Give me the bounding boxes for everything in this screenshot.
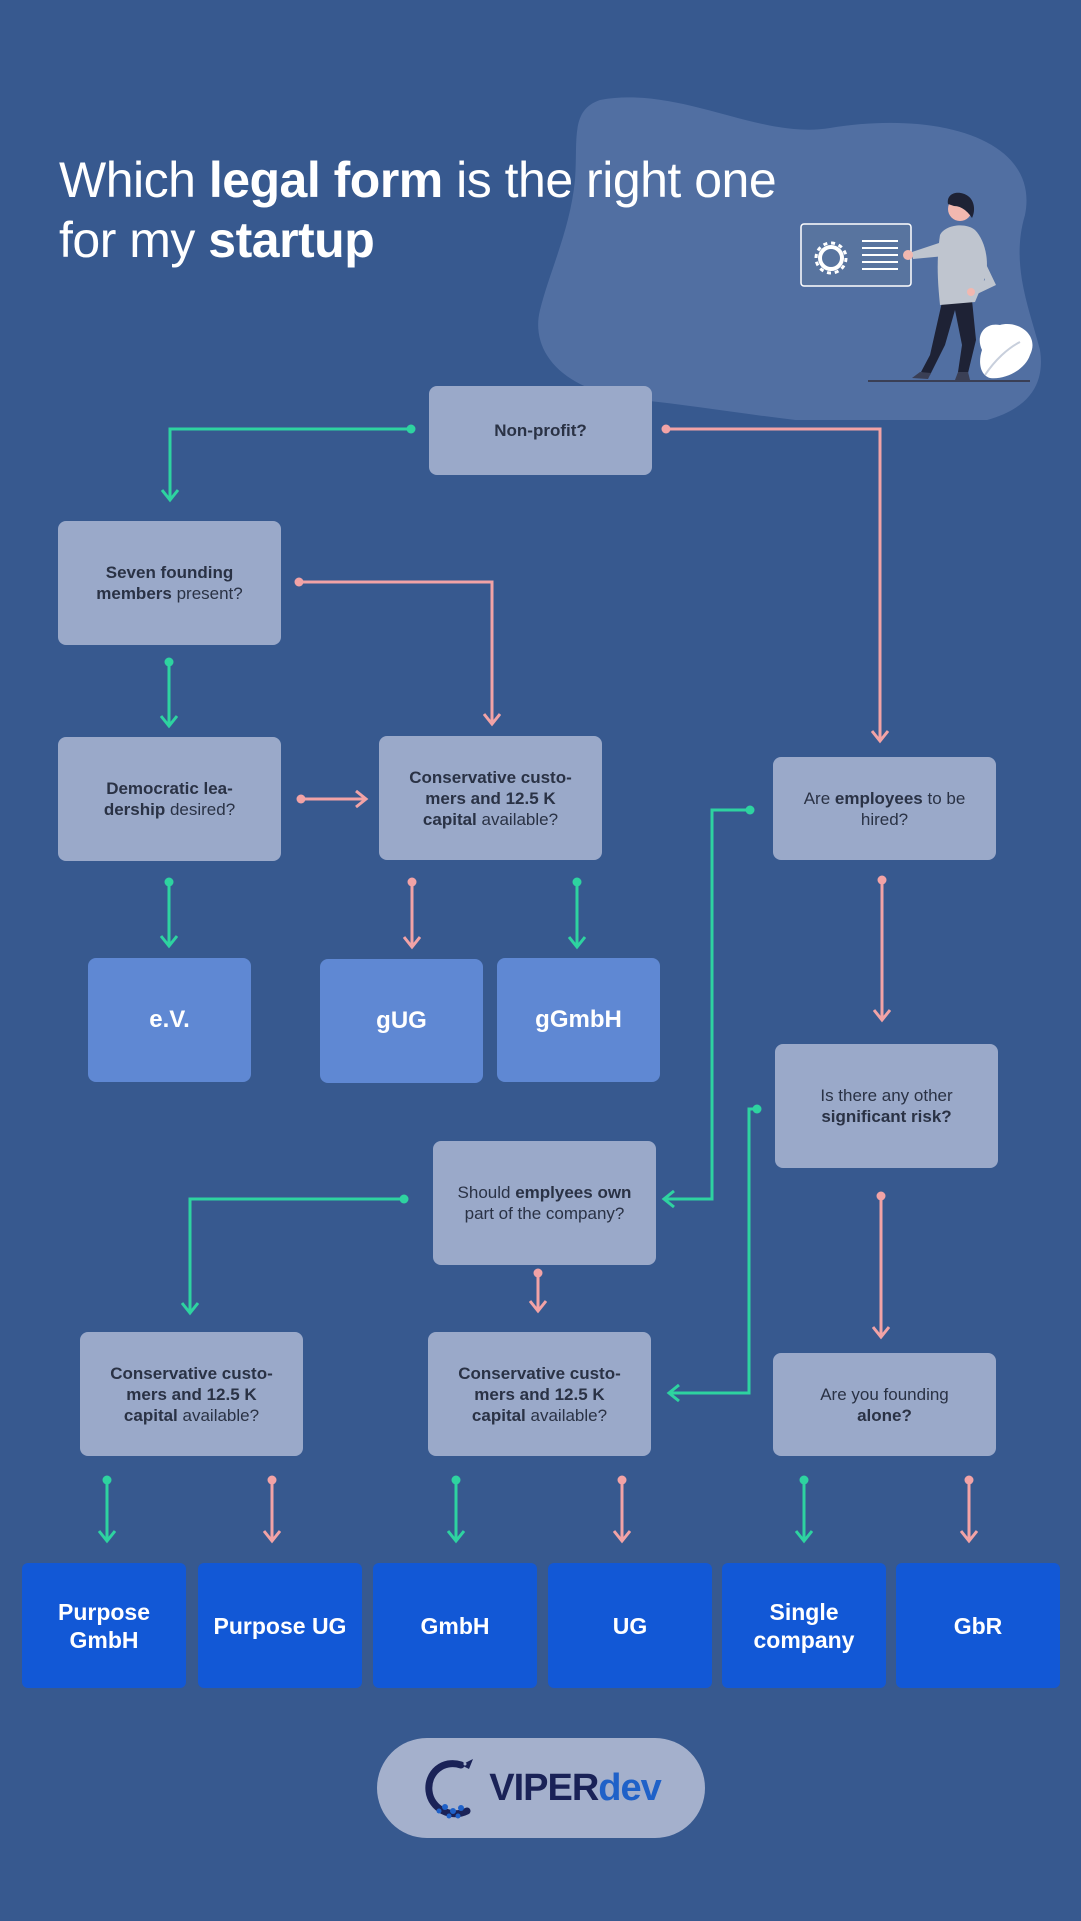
question-seven-founders: Seven founding members present? [58, 521, 281, 645]
final-gbr: GbR [896, 1563, 1060, 1688]
background-blob [538, 97, 1041, 420]
arrow-employees-yes [664, 808, 750, 1199]
logo-wordmark: VIPERdev [489, 1766, 662, 1809]
arrow-own-yes [190, 1197, 404, 1313]
connector-dots [102, 424, 974, 1485]
question-founding-alone: Are you founding alone? [773, 1353, 996, 1456]
question-employees-own: Should emplyees own part of the company? [433, 1141, 656, 1265]
final-single-company: Single company [722, 1563, 886, 1688]
question-democratic-leadership: Democratic lea-dership desired? [58, 737, 281, 861]
final-purpose-ug: Purpose UG [198, 1563, 362, 1688]
arrow-seven-no [299, 580, 492, 724]
question-nonprofit: Non-profit? [429, 386, 652, 475]
final-ug: UG [548, 1563, 712, 1688]
person-icon [868, 192, 1033, 382]
page-title: Which legal form is the right one for my… [59, 152, 777, 268]
question-conservative-top: Conservative custo-mers and 12.5 K capit… [379, 736, 602, 860]
arrow-nonprofit-no [666, 427, 880, 741]
arrow-nonprofit-yes [170, 427, 411, 500]
question-conservative-mid: Conservative custo-mers and 12.5 K capit… [428, 1332, 651, 1456]
logo-icon [425, 1759, 474, 1819]
question-other-risk: Is there any other significant risk? [775, 1044, 998, 1168]
question-conservative-left: Conservative custo-mers and 12.5 K capit… [80, 1332, 303, 1456]
question-employees-hired: Are employees to be hired? [773, 757, 996, 860]
screen-icon [800, 223, 912, 287]
viperdev-logo: VIPERdev [377, 1738, 705, 1838]
final-purpose-gmbh: Purpose GmbH [22, 1563, 186, 1688]
illustration [538, 97, 1041, 420]
result-gug: gUG [320, 959, 483, 1083]
result-ev: e.V. [88, 958, 251, 1082]
final-gmbh: GmbH [373, 1563, 537, 1688]
result-ggmbh: gGmbH [497, 958, 660, 1082]
